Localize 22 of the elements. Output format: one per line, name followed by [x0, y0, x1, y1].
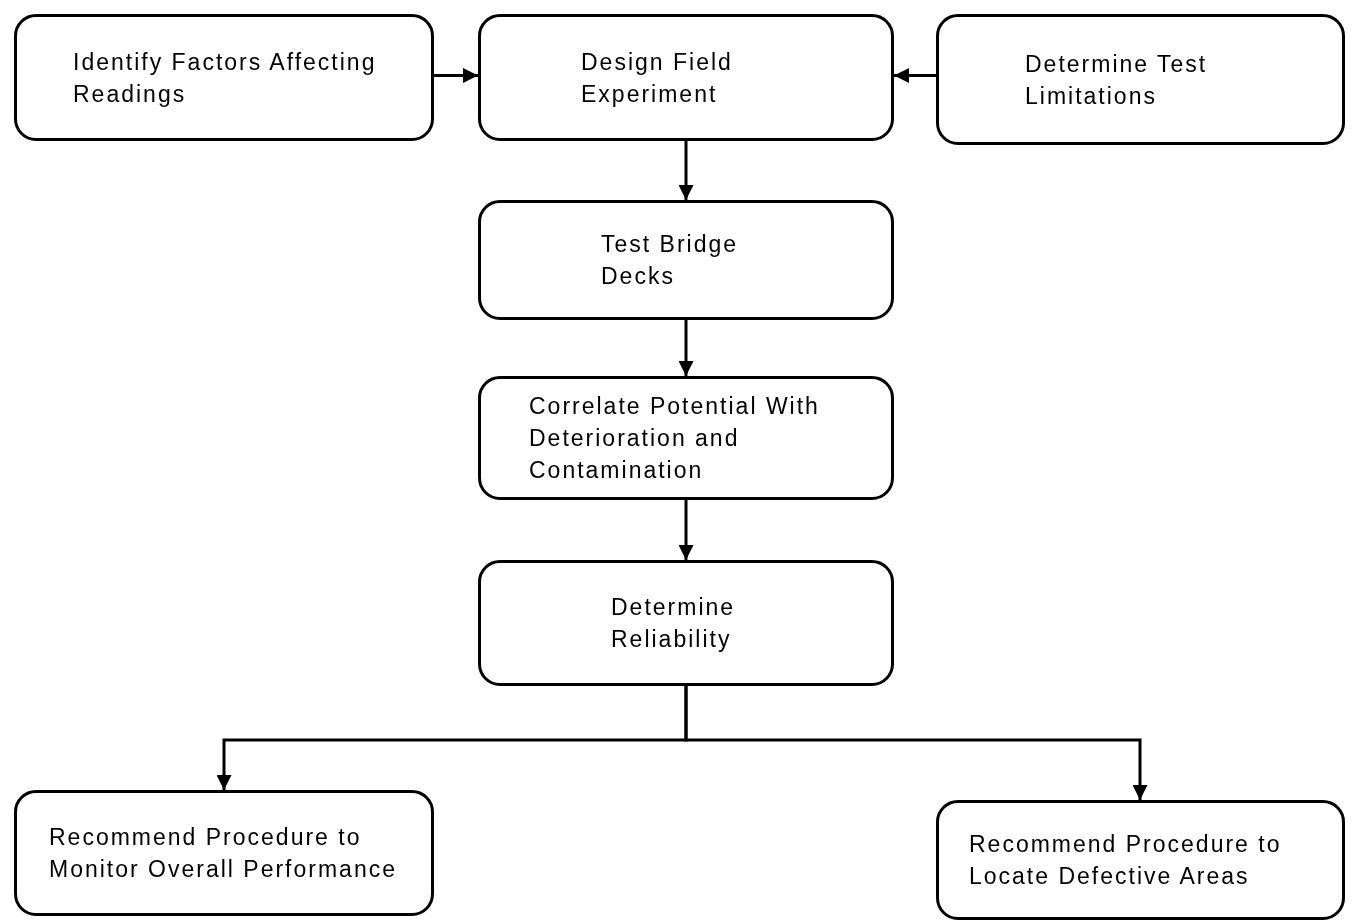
box-label: Test Bridge Decks [601, 230, 740, 291]
process-box [478, 376, 894, 500]
box-label: Determine Test Limitations [1025, 49, 1209, 111]
box-label: Recommend Procedure to Monitor Overall Performance [49, 823, 398, 884]
arrow [678, 320, 694, 376]
arrow [434, 68, 478, 83]
process-box [14, 790, 434, 916]
arrow [894, 68, 936, 83]
box-label: Determine Reliability [611, 593, 737, 654]
arrow [678, 500, 694, 560]
box-label: Identify Factors Affecting Readings [73, 47, 378, 109]
arrow [684, 686, 1148, 800]
process-box [936, 14, 1345, 145]
arrow [678, 141, 694, 200]
process-box [478, 14, 894, 141]
process-box [936, 800, 1345, 920]
box-label: Correlate Potential With Deterioration and Contamination [529, 392, 821, 485]
box-label: Recommend Procedure to Locate Defective Areas [969, 830, 1283, 891]
box-label: Design Field Experiment [581, 47, 734, 109]
process-box [478, 200, 894, 320]
process-box [14, 14, 434, 141]
process-box [478, 560, 894, 686]
